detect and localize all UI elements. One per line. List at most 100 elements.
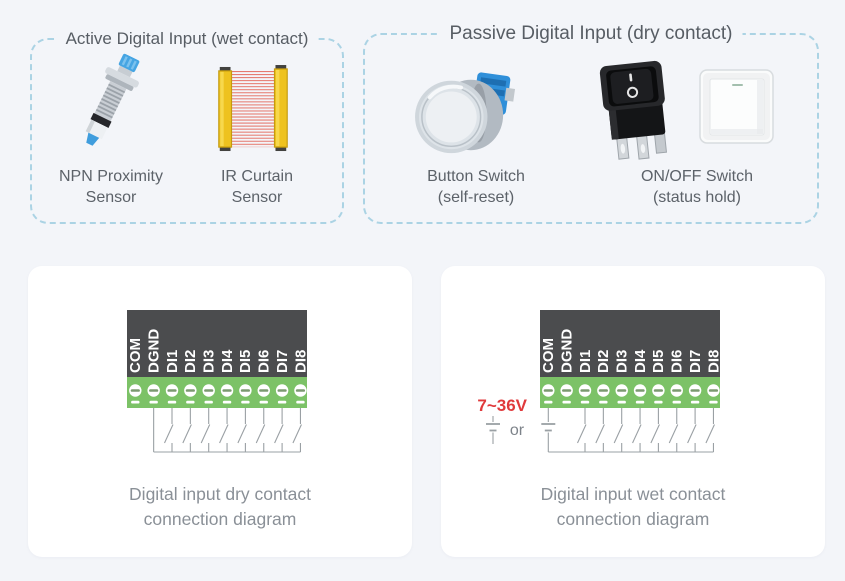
screw-slot: [185, 389, 195, 392]
wire-slot: [654, 400, 663, 404]
item-label-line: IR Curtain: [220, 168, 294, 185]
terminal-label: DGND: [558, 329, 575, 373]
screw-slot: [240, 389, 250, 392]
caption-line: connection diagram: [143, 509, 297, 529]
item-label-line: Sensor: [85, 189, 137, 206]
wire-slot: [296, 400, 305, 404]
wire-slot: [599, 400, 608, 404]
wire-slot: [204, 400, 213, 404]
rocker-switch-image: [597, 59, 677, 163]
ir-curtain-sensor-image: [210, 64, 296, 154]
switch-blade: [687, 424, 697, 444]
switch-blade: [632, 424, 642, 444]
power-or-label: or: [509, 422, 525, 439]
terminal-label: DI3: [614, 350, 631, 373]
screw-slot: [295, 389, 306, 392]
terminal-label: DI2: [595, 350, 612, 373]
switch-blade: [219, 424, 229, 444]
terminal-label: DI8: [705, 350, 722, 373]
terminal-label: DI5: [650, 350, 667, 373]
caption-line: Digital input wet contact: [540, 484, 726, 504]
terminal-label: DI5: [237, 350, 254, 373]
wire-slot: [277, 400, 287, 404]
group-title: Active Digital Input (wet contact): [55, 29, 319, 49]
wire-slot: [259, 400, 268, 404]
wire-slot: [562, 400, 571, 404]
terminal-label: DI2: [182, 350, 199, 373]
switch-blade: [668, 424, 679, 444]
wall-switch-icon: [699, 69, 774, 144]
wire-slot: [222, 400, 232, 404]
terminal-label: COM: [127, 338, 144, 373]
switch-blade: [164, 424, 174, 444]
switch-blade: [650, 424, 660, 444]
caption-line: connection diagram: [556, 509, 710, 529]
terminal-block-body: [540, 310, 720, 377]
screw-slot: [130, 389, 140, 392]
ir-curtain-sensor-icon: [218, 65, 288, 152]
diagram-caption: Digital input wet contact connection dia…: [441, 482, 825, 532]
wire-slot: [167, 400, 177, 404]
switch-blade: [292, 424, 302, 444]
terminal-label: COM: [540, 338, 557, 373]
terminal-label: DI8: [292, 350, 309, 373]
terminal-label: DI4: [219, 349, 236, 373]
terminal-label: DI6: [669, 350, 686, 373]
item-label: Button Switch (self-reset): [401, 166, 551, 208]
item-label-line: NPN Proximity: [58, 168, 163, 185]
item-label-line: (status hold): [652, 189, 742, 206]
screw-slot: [708, 389, 719, 392]
switch-blade: [237, 424, 247, 444]
wire-slot: [672, 400, 681, 404]
screw-slot: [543, 389, 553, 392]
item-label: IR Curtain Sensor: [192, 166, 322, 208]
switch-blade: [182, 424, 192, 444]
screw-slot: [690, 389, 700, 392]
wall-switch-image: [699, 69, 775, 145]
switch-blade: [595, 424, 605, 444]
switch-blade: [255, 424, 266, 444]
screw-slot: [598, 389, 608, 392]
wire-slot: [690, 400, 700, 404]
terminal-label: DGND: [145, 329, 162, 373]
wire-slot: [709, 400, 718, 404]
terminal-label: DI3: [201, 350, 218, 373]
wire-slot: [149, 400, 158, 404]
wire-slot: [580, 400, 590, 404]
screw-slot: [653, 389, 663, 392]
item-label-line: Sensor: [231, 189, 283, 206]
terminal-label: DI7: [687, 350, 704, 373]
diagram-caption: Digital input dry contact connection dia…: [28, 482, 412, 532]
npn-proximity-sensor-image: [77, 52, 143, 152]
screw-slot: [222, 389, 232, 392]
terminal-label: DI7: [274, 350, 291, 373]
item-label: ON/OFF Switch (status hold): [619, 166, 775, 208]
screw-slot: [562, 389, 572, 392]
screw-slot: [204, 389, 214, 392]
passive-digital-input-group: Passive Digital Input (dry contact): [363, 22, 819, 224]
switch-blade: [705, 424, 715, 444]
switch-blade: [274, 424, 284, 444]
wire-slot: [186, 400, 195, 404]
wire-slot: [635, 400, 645, 404]
terminal-label: DI1: [164, 350, 181, 373]
switch-blade: [200, 424, 211, 444]
wire-slot: [241, 400, 250, 404]
terminal-label: DI6: [256, 350, 273, 373]
item-label: NPN Proximity Sensor: [38, 166, 184, 208]
screw-slot: [635, 389, 645, 392]
screw-slot: [617, 389, 627, 392]
power-voltage-label: 7~36V: [477, 396, 527, 415]
wire-slot: [131, 400, 140, 404]
item-label-line: Button Switch: [427, 168, 525, 185]
npn-proximity-sensor-icon: [85, 53, 140, 146]
wire-slot: [544, 400, 553, 404]
item-label-line: ON/OFF Switch: [640, 168, 753, 185]
wire-slot: [617, 400, 626, 404]
terminal-label: DI4: [632, 349, 649, 373]
screw-slot: [672, 389, 682, 392]
